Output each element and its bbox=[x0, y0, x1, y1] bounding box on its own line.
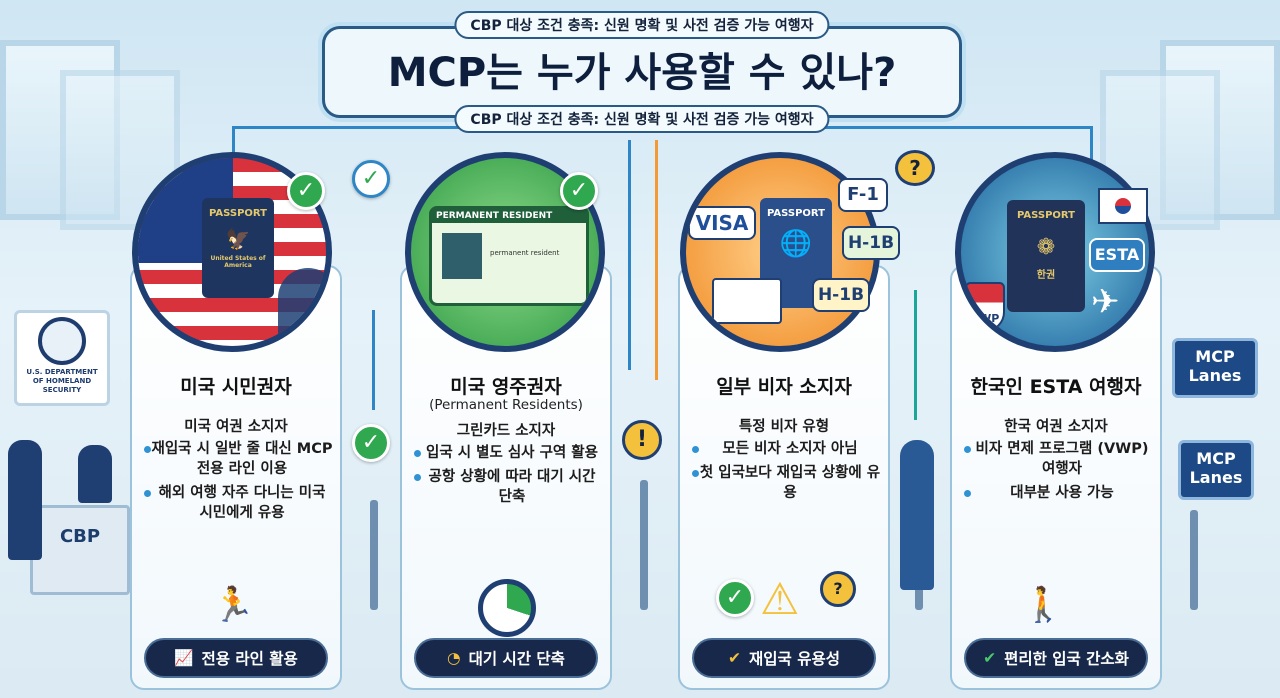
check-icon: ✓ bbox=[287, 172, 325, 210]
card-bullets: 모든 비자 소지자 아님 첫 입국보다 재입국 상황에 유용 bbox=[690, 439, 882, 507]
bullet: 첫 입국보다 재입국 상황에 유용 bbox=[690, 463, 882, 503]
alert-clock-icon: ! bbox=[622, 420, 662, 460]
officer-icon bbox=[78, 445, 112, 503]
card-subtitle: (Permanent Residents) bbox=[429, 397, 583, 413]
card-bullets: 비자 면제 프로그램 (VWP) 여행자 대부분 사용 가능 bbox=[962, 439, 1154, 507]
card-title: 일부 비자 소지자 bbox=[716, 376, 852, 398]
connector-line bbox=[655, 140, 658, 380]
esta-illustration: PASSPORT❁한권 ESTA VWP ✈ bbox=[955, 152, 1155, 352]
card-bullets: 입국 시 별도 심사 구역 활용 공항 상황에 따라 대기 시간 단축 bbox=[412, 443, 604, 511]
bullet: 비자 면제 프로그램 (VWP) 여행자 bbox=[962, 439, 1154, 479]
check-icon: ✓ bbox=[716, 579, 754, 617]
bullet: 입국 시 별도 심사 구역 활용 bbox=[412, 443, 604, 463]
visa-type-tag: H-1B bbox=[842, 226, 900, 260]
mcp-lanes-sign: MCP Lanes bbox=[1172, 338, 1258, 398]
cbp-desk: CBP bbox=[30, 505, 130, 595]
card-visa-holder: 일부 비자 소지자 특정 비자 유형 모든 비자 소지자 아님 첫 입국보다 재… bbox=[678, 265, 890, 690]
mcp-lanes-sign: MCP Lanes bbox=[1178, 440, 1254, 500]
esta-tag: ESTA bbox=[1089, 238, 1145, 272]
korean-flag-icon bbox=[1098, 188, 1148, 224]
card-title: 한국인 ESTA 여행자 bbox=[970, 376, 1142, 398]
clock-icon: ◔ bbox=[447, 649, 461, 667]
button-label: 재입국 유용성 bbox=[749, 650, 840, 668]
officer-icon bbox=[8, 440, 42, 560]
visa-type-tag: H-1B bbox=[812, 278, 870, 312]
check-icon: ✓ bbox=[352, 424, 390, 462]
stanchion bbox=[1190, 510, 1198, 610]
connector-line bbox=[232, 126, 235, 156]
id-card bbox=[712, 278, 782, 324]
card-us-citizen: 미국 시민권자 미국 여권 소지자 재입국 시 일반 줄 대신 MCP 전용 라… bbox=[130, 265, 342, 690]
stanchion bbox=[370, 500, 378, 610]
title-panel: CBP 대상 조건 충족: 신원 명확 및 사전 검증 가능 여행자 MCP는 … bbox=[322, 11, 962, 133]
bullet: 재입국 시 일반 줄 대신 MCP 전용 라인 이용 bbox=[142, 439, 334, 479]
egate-walker-icon: 🚶 bbox=[1022, 585, 1065, 625]
bottom-banner: CBP 대상 조건 충족: 신원 명확 및 사전 검증 가능 여행자 bbox=[454, 105, 830, 133]
card-title: 미국 영주권자 bbox=[450, 376, 562, 398]
visa-tag: VISA bbox=[688, 206, 756, 240]
chart-up-icon: 📈 bbox=[174, 649, 194, 667]
check-circle-icon: ✔ bbox=[728, 649, 742, 667]
bullet: 공항 상황에 따라 대기 시간 단축 bbox=[412, 467, 604, 507]
card-lead: 그린카드 소지자 bbox=[456, 423, 556, 439]
running-person-icon: 🏃 bbox=[212, 585, 255, 625]
question-bubble-icon: ? bbox=[895, 150, 935, 186]
wait-time-button[interactable]: ◔ 대기 시간 단축 bbox=[414, 638, 598, 678]
people-silhouette bbox=[278, 268, 326, 346]
stanchion bbox=[640, 480, 648, 610]
card-title: 미국 시민권자 bbox=[180, 376, 292, 398]
connector-line bbox=[1090, 126, 1093, 166]
connector-line bbox=[372, 310, 375, 410]
us-passport: PASSPORT🦅United States of America bbox=[202, 198, 274, 298]
connector-line bbox=[914, 290, 917, 420]
dhs-seal-icon bbox=[38, 317, 86, 365]
connector-line bbox=[628, 140, 631, 370]
korean-passport: PASSPORT❁한권 bbox=[1007, 200, 1085, 312]
traveler-figure bbox=[900, 440, 934, 590]
card-lead: 미국 여권 소지자 bbox=[184, 419, 288, 435]
visa-type-tag: F-1 bbox=[838, 178, 888, 212]
bullet: 모든 비자 소지자 아님 bbox=[690, 439, 882, 459]
button-label: 편리한 입국 간소화 bbox=[1004, 650, 1129, 668]
check-icon: ✓ bbox=[560, 172, 598, 210]
easy-entry-button[interactable]: ✔ 편리한 입국 간소화 bbox=[964, 638, 1148, 678]
button-label: 대기 시간 단축 bbox=[468, 650, 565, 668]
top-banner: CBP 대상 조건 충족: 신원 명확 및 사전 검증 가능 여행자 bbox=[454, 11, 830, 39]
stopwatch-icon bbox=[478, 579, 536, 637]
dhs-seal-text: U.S. DEPARTMENT OF HOMELAND SECURITY bbox=[26, 368, 98, 394]
dedicated-lane-button[interactable]: 📈 전용 라인 활용 bbox=[144, 638, 328, 678]
vwp-shield: VWP bbox=[965, 282, 1005, 332]
button-label: 전용 라인 활용 bbox=[201, 650, 298, 668]
card-bullets: 재입국 시 일반 줄 대신 MCP 전용 라인 이용 해외 여행 자주 다니는 … bbox=[142, 439, 334, 527]
green-card: PERMANENT RESIDENT permanent resident bbox=[429, 206, 589, 306]
page-title: MCP는 누가 사용할 수 있나? bbox=[387, 50, 897, 96]
reentry-button[interactable]: ✔ 재입국 유용성 bbox=[692, 638, 876, 678]
card-lead: 특정 비자 유형 bbox=[738, 419, 830, 435]
card-permanent-resident: 미국 영주권자 (Permanent Residents) 그린카드 소지자 입… bbox=[400, 265, 612, 690]
cbp-desk-label: CBP bbox=[59, 526, 101, 547]
card-lead: 한국 여권 소지자 bbox=[1004, 419, 1108, 435]
dhs-seal-sign: U.S. DEPARTMENT OF HOMELAND SECURITY bbox=[14, 310, 110, 406]
bullet: 대부분 사용 가능 bbox=[962, 483, 1154, 503]
airplane-icon: ✈ bbox=[1091, 282, 1120, 322]
question-icon: ? bbox=[820, 571, 856, 607]
bullet: 해외 여행 자주 다니는 미국 시민에게 유용 bbox=[142, 483, 334, 523]
check-circle-icon: ✔ bbox=[983, 649, 997, 667]
check-icon: ✓ bbox=[352, 160, 390, 198]
warning-icon: ⚠ bbox=[760, 574, 800, 625]
